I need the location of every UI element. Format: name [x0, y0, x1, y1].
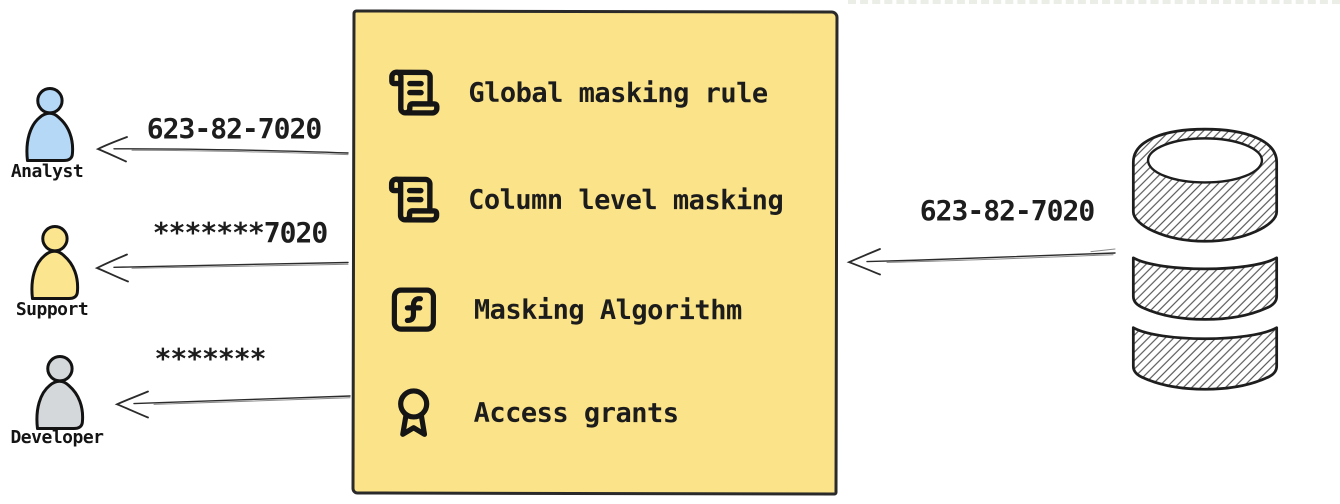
- person-icon: [35, 355, 85, 431]
- arrow-to-analyst: [95, 136, 349, 163]
- arrow-to-support: [94, 253, 349, 283]
- person-icon: [30, 225, 80, 301]
- analyst-value-label: 623-82-7020: [146, 112, 322, 145]
- support-value-label: *******7020: [152, 216, 328, 249]
- analyst-persona: [20, 86, 78, 164]
- developer-value-label: *******: [154, 342, 266, 375]
- masking-rule-label: Global masking rule: [468, 77, 768, 109]
- support-label: Support: [15, 299, 89, 320]
- arrow-to-developer: [114, 390, 351, 419]
- scroll-text-icon: [386, 172, 442, 228]
- database-value-label: 623-82-7020: [919, 194, 1095, 227]
- masking-rule-row: Access grants: [386, 385, 679, 442]
- masking-rule-row: Global masking rule: [386, 65, 768, 122]
- arrow-from-database: [846, 248, 1116, 276]
- scroll-text-icon: [386, 65, 442, 121]
- analyst-label: Analyst: [10, 161, 84, 182]
- developer-persona: [30, 354, 88, 432]
- masking-policy-box: Global masking rule Column level masking…: [351, 9, 839, 496]
- developer-label: Developer: [10, 427, 104, 448]
- masking-rule-row: Masking Algorithm: [386, 282, 742, 339]
- award-icon: [386, 385, 442, 441]
- masking-rule-label: Column level masking: [468, 184, 784, 216]
- masking-rule-label: Access grants: [473, 397, 679, 429]
- person-icon: [25, 87, 75, 163]
- cropped-dashed-border: [848, 0, 1340, 4]
- database-icon: [1131, 127, 1279, 391]
- masking-rule-row: Column level masking: [386, 172, 783, 229]
- support-persona: [25, 224, 83, 302]
- masking-rule-label: Masking Algorithm: [473, 294, 742, 326]
- function-square-icon: [386, 282, 442, 338]
